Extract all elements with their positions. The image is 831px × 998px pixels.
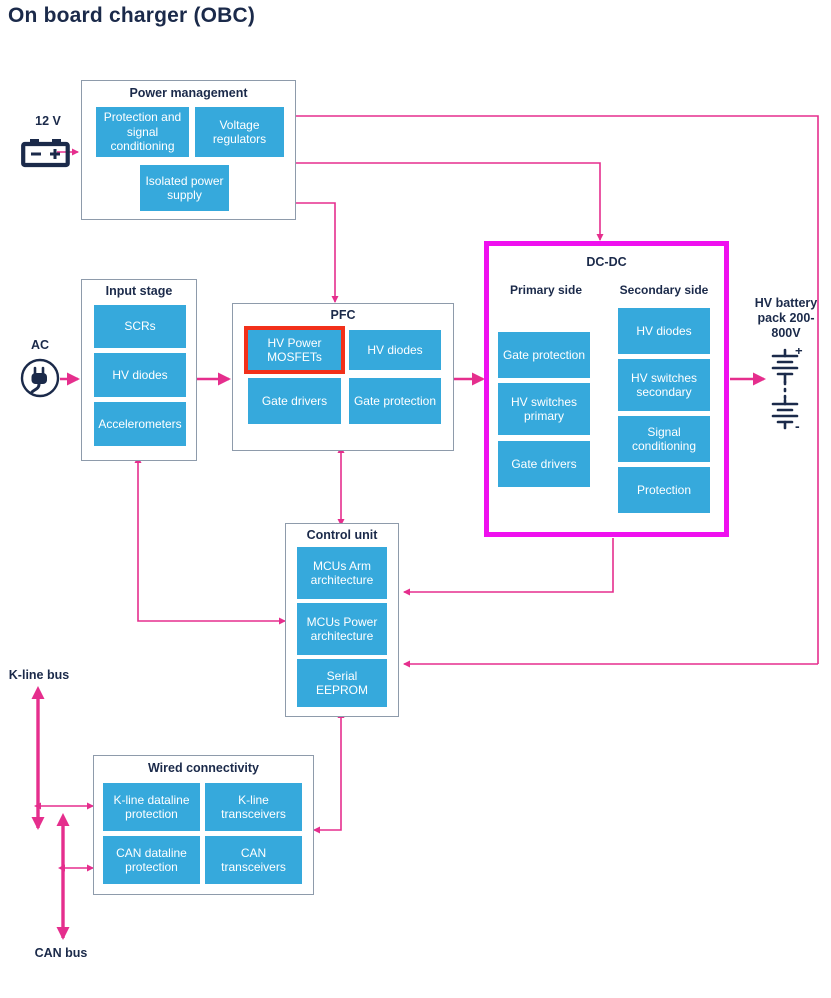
wire-control-unit-to-wired-connectivity bbox=[313, 711, 345, 834]
page-title: On board charger (OBC) bbox=[8, 4, 256, 27]
group-power-management[interactable]: Power management Protection and signal c… bbox=[81, 80, 296, 220]
kline-bus-label: K-line bus bbox=[8, 668, 70, 682]
wire-power-management-to-pfc bbox=[296, 202, 339, 303]
block-mcus-arm-architecture[interactable]: MCUs Arm architecture bbox=[297, 547, 387, 599]
group-title-input-stage: Input stage bbox=[105, 284, 173, 298]
hv-battery-label: HV battery pack 200-800V bbox=[754, 296, 818, 340]
group-pfc[interactable]: PFC HV Power MOSFETs HV diodes Gate driv… bbox=[232, 303, 454, 451]
block-gate-drivers-primary[interactable]: Gate drivers bbox=[498, 441, 590, 487]
group-input-stage[interactable]: Input stage SCRs HV diodes Accelerometer… bbox=[81, 279, 197, 461]
group-title-control-unit: Control unit bbox=[306, 528, 378, 542]
block-gate-drivers-pfc[interactable]: Gate drivers bbox=[248, 378, 341, 424]
ac-supply-label: AC bbox=[30, 338, 50, 352]
block-isolated-power-supply[interactable]: Isolated power supply bbox=[140, 165, 229, 211]
wire-dcdc-to-control-unit bbox=[403, 538, 614, 596]
block-hv-diodes-pfc[interactable]: HV diodes bbox=[349, 330, 441, 370]
block-protection-secondary[interactable]: Protection bbox=[618, 467, 710, 513]
block-accelerometers[interactable]: Accelerometers bbox=[94, 402, 186, 446]
block-hv-diodes-secondary[interactable]: HV diodes bbox=[618, 308, 710, 354]
block-gate-protection-pfc[interactable]: Gate protection bbox=[349, 378, 441, 424]
block-hv-switches-secondary[interactable]: HV switches secondary bbox=[618, 359, 710, 411]
wire-input-stage-to-control-unit bbox=[134, 456, 286, 625]
block-voltage-regulators[interactable]: Voltage regulators bbox=[195, 107, 284, 157]
block-gate-protection-primary[interactable]: Gate protection bbox=[498, 332, 590, 378]
block-hv-diodes-input[interactable]: HV diodes bbox=[94, 353, 186, 397]
group-title-power-management: Power management bbox=[129, 86, 248, 100]
dcdc-primary-heading: Primary side bbox=[509, 283, 583, 297]
block-protection-and-signal-conditioning[interactable]: Protection and signal conditioning bbox=[96, 107, 189, 157]
dcdc-secondary-heading: Secondary side bbox=[619, 283, 709, 297]
dc-supply-label: 12 V bbox=[35, 114, 61, 128]
group-title-wired-connectivity: Wired connectivity bbox=[147, 761, 260, 775]
svg-text:-: - bbox=[795, 418, 800, 434]
battery-cells-icon: + - bbox=[754, 343, 816, 441]
block-hv-switches-primary[interactable]: HV switches primary bbox=[498, 383, 590, 435]
block-scrs[interactable]: SCRs bbox=[94, 305, 186, 348]
block-kline-transceivers[interactable]: K-line transceivers bbox=[205, 783, 302, 831]
group-dcdc[interactable]: DC-DC Primary side Secondary side Gate p… bbox=[484, 241, 729, 537]
svg-text:+: + bbox=[795, 348, 803, 358]
car-battery-icon bbox=[21, 137, 73, 174]
block-mcus-power-architecture[interactable]: MCUs Power architecture bbox=[297, 603, 387, 655]
block-can-transceivers[interactable]: CAN transceivers bbox=[205, 836, 302, 884]
can-bus-label: CAN bus bbox=[34, 946, 88, 960]
block-can-dataline-protection[interactable]: CAN dataline protection bbox=[103, 836, 200, 884]
group-title-pfc: PFC bbox=[330, 308, 356, 322]
group-wired-connectivity[interactable]: Wired connectivity K-line dataline prote… bbox=[93, 755, 314, 895]
ac-plug-icon bbox=[18, 355, 64, 406]
group-title-dcdc: DC-DC bbox=[586, 255, 627, 269]
block-hv-power-mosfets[interactable]: HV Power MOSFETs bbox=[244, 326, 345, 374]
wire-power-management-to-dcdc bbox=[296, 162, 604, 241]
block-kline-dataline-protection[interactable]: K-line dataline protection bbox=[103, 783, 200, 831]
block-serial-eeprom[interactable]: Serial EEPROM bbox=[297, 659, 387, 707]
block-signal-conditioning-secondary[interactable]: Signal conditioning bbox=[618, 416, 710, 462]
group-control-unit[interactable]: Control unit MCUs Arm architecture MCUs … bbox=[285, 523, 399, 717]
